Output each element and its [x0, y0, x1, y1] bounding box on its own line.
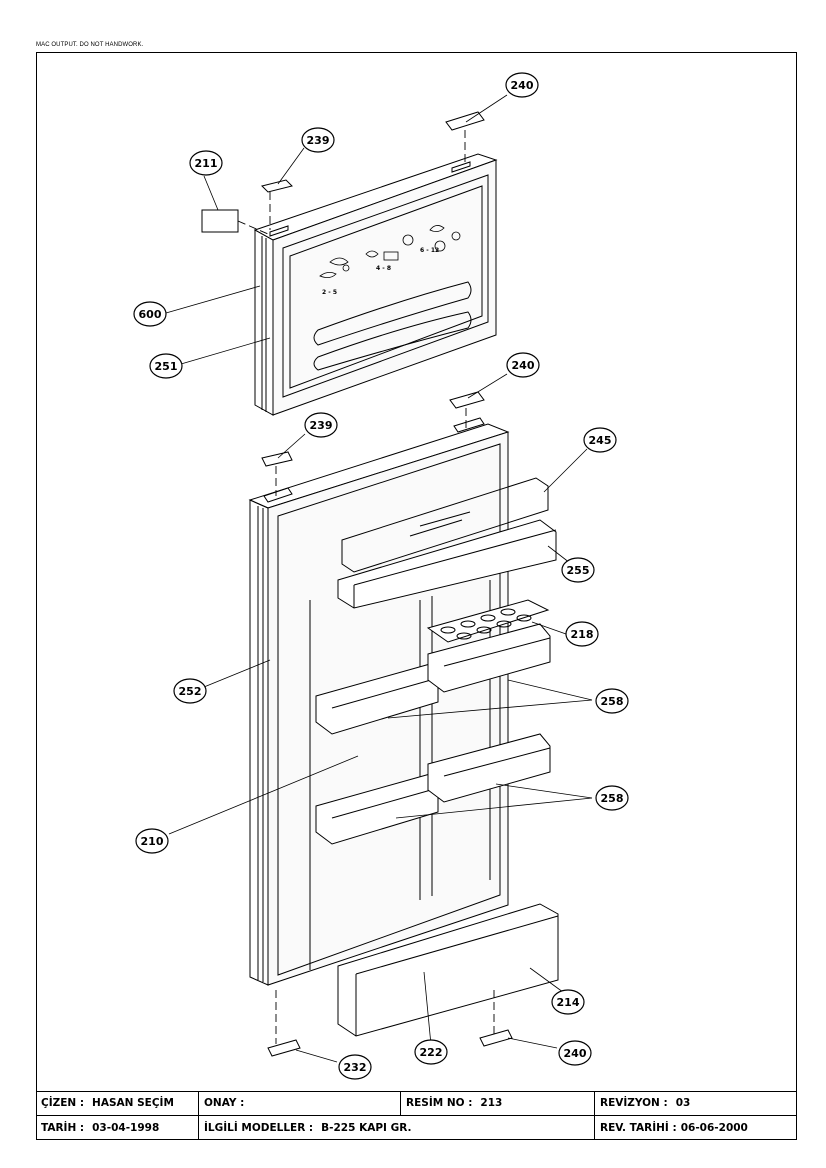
cap-240-bottom — [479, 1029, 513, 1047]
rev-tarih-cell: REV. TARİHİ : 06-06-2000 — [594, 1116, 797, 1140]
callout-222: 222 — [420, 1046, 443, 1059]
resim-label: RESİM NO : — [406, 1097, 473, 1109]
assembly-lines — [237, 130, 495, 1044]
cizen-label: ÇİZEN : — [41, 1097, 85, 1109]
callout-245: 245 — [589, 434, 612, 447]
callout-214: 214 — [557, 996, 580, 1009]
part-245 — [341, 477, 549, 573]
freezer-door — [253, 153, 498, 416]
drawing-frame — [36, 52, 797, 1140]
tarih-label: TARİH : — [41, 1122, 85, 1134]
modeller-label: İLGİLİ MODELLER : — [204, 1122, 314, 1134]
hinge-239-top — [261, 179, 293, 193]
callout-258-a: 258 — [601, 695, 624, 708]
onay-label: ONAY : — [204, 1097, 245, 1109]
revizyon-label: REVİZYON : — [600, 1097, 668, 1109]
shelf-255 — [337, 519, 557, 609]
callout-240-mid: 240 — [512, 359, 535, 372]
panel-mark-2: 4 - 8 — [376, 265, 391, 272]
resim-value: 213 — [480, 1097, 503, 1109]
callout-218: 218 — [571, 628, 594, 641]
callout-210: 210 — [141, 835, 164, 848]
revizyon-value: 03 — [675, 1097, 691, 1109]
callout-255: 255 — [567, 564, 590, 577]
tarih-value: 03-04-1998 — [92, 1122, 160, 1134]
shelf-258-b — [427, 623, 551, 693]
callout-211: 211 — [195, 157, 218, 170]
title-block-top-line — [36, 1091, 797, 1092]
header-note: MAC OUTPUT. DO NOT HANDWORK. — [36, 42, 144, 48]
cap-240-top — [445, 111, 485, 131]
callout-252: 252 — [179, 685, 202, 698]
panel-mark-1: 2 - 5 — [322, 289, 337, 296]
title-block-mid-line — [36, 1115, 797, 1116]
callout-232: 232 — [344, 1061, 367, 1074]
callout-258-b: 258 — [601, 792, 624, 805]
cap-240-mid — [449, 391, 485, 409]
hinge-239-mid — [261, 451, 293, 467]
callout-251: 251 — [155, 360, 178, 373]
callout-240-bottom: 240 — [564, 1047, 587, 1060]
egg-tray-218 — [426, 599, 550, 643]
modeller-cell: İLGİLİ MODELLER : B-225 KAPI GR. — [198, 1116, 594, 1140]
title-block: ÇİZEN : HASAN SEÇİM ONAY : RESİM NO : 21… — [36, 1091, 797, 1140]
callouts — [133, 72, 629, 1080]
leader-lines — [165, 94, 593, 1063]
food-icons — [319, 225, 461, 278]
callout-240-top: 240 — [511, 79, 534, 92]
panel-mark-3: 6 - 12 — [420, 247, 439, 254]
callout-239-top: 239 — [307, 134, 330, 147]
tarih-cell: TARİH : 03-04-1998 — [36, 1116, 198, 1140]
part-211 — [201, 209, 239, 233]
resim-cell: RESİM NO : 213 — [400, 1091, 594, 1115]
onay-cell: ONAY : — [198, 1091, 400, 1115]
cizen-cell: ÇİZEN : HASAN SEÇİM — [36, 1091, 198, 1115]
shelf-258-d — [427, 733, 551, 803]
bin-214 — [337, 903, 559, 1037]
callout-600: 600 — [139, 308, 162, 321]
rev-tarih-value: 06-06-2000 — [680, 1122, 748, 1134]
revizyon-cell: REVİZYON : 03 — [594, 1091, 797, 1115]
modeller-value: B-225 KAPI GR. — [321, 1122, 412, 1134]
callout-239-mid: 239 — [310, 419, 333, 432]
cizen-value: HASAN SEÇİM — [92, 1097, 174, 1109]
hinge-232 — [267, 1039, 301, 1057]
rev-tarih-label: REV. TARİHİ : — [600, 1122, 677, 1134]
callout-labels: 240 239 211 600 251 240 239 245 255 218 … — [139, 79, 624, 1074]
